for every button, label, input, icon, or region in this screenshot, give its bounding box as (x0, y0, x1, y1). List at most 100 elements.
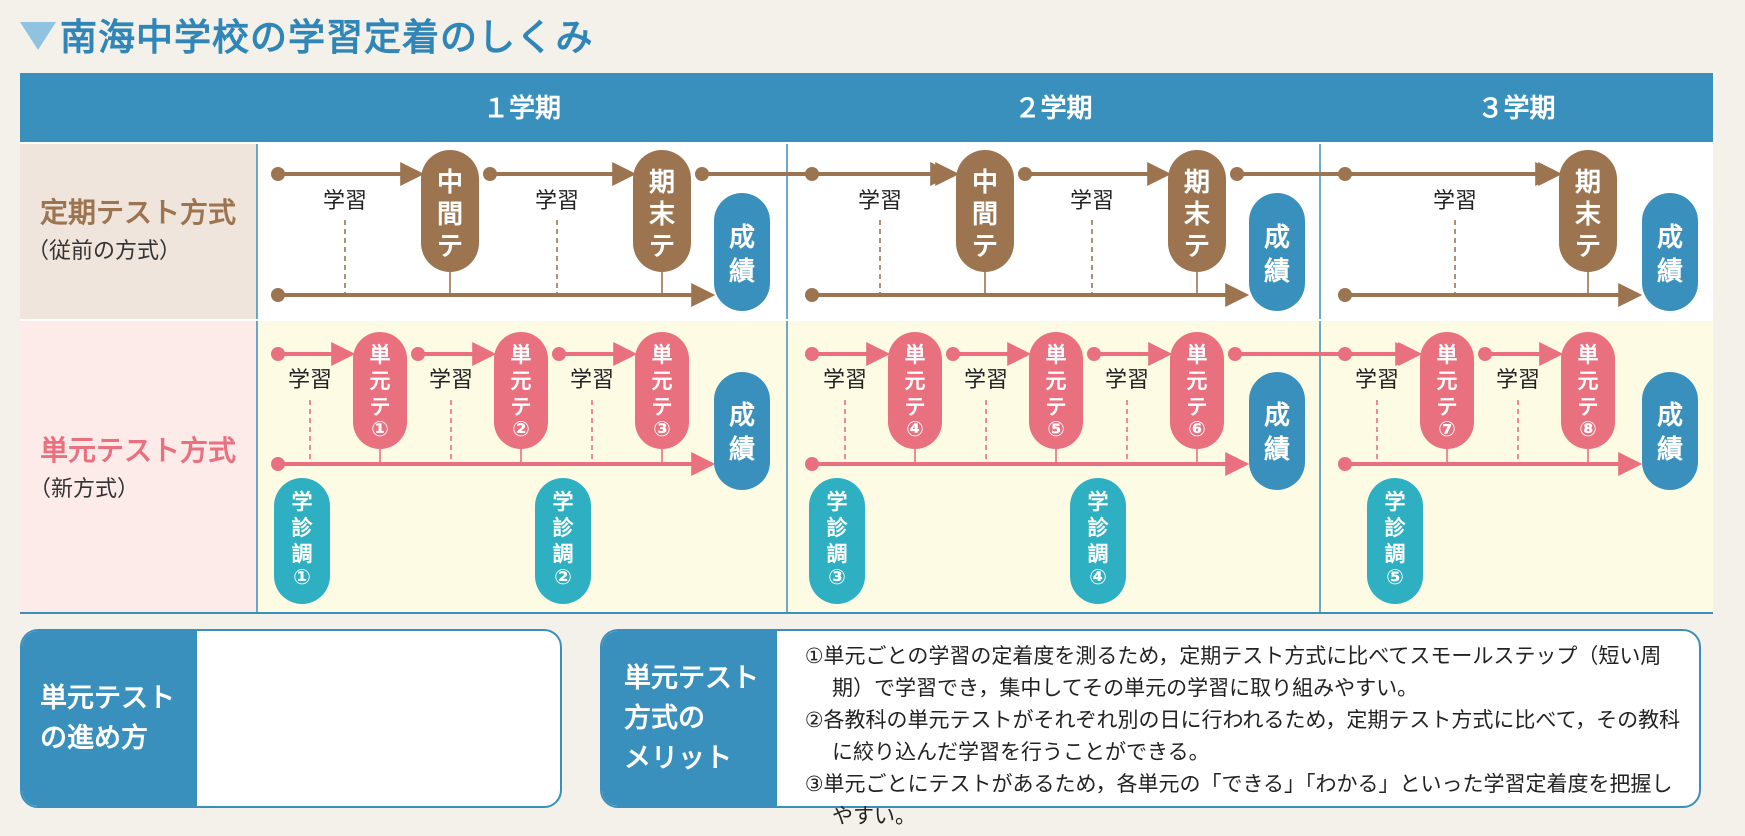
unit-test-number: ① (371, 417, 389, 441)
unit-study-label: 学習 (964, 368, 1008, 393)
unit-test-number: ⑤ (1047, 417, 1065, 441)
start-dot (271, 167, 285, 181)
merit-box: 単元テスト 方式の メリット (600, 629, 1701, 808)
periodic-final-test-char: 末 (649, 200, 676, 230)
unit-test-7-char: 単 (1437, 343, 1458, 367)
page-title: 南海中学校の学習定着のしくみ (20, 8, 593, 60)
periodic-mid-test-pill (956, 150, 1014, 272)
periodic-study-label: 学習 (858, 189, 902, 214)
unit-test-1-char: 元 (370, 369, 391, 393)
unit-row-title: 単元テスト方式 (40, 434, 236, 467)
howto-head: 単元テスト の進め方 (22, 631, 197, 806)
periodic-grade-char: 成 (729, 223, 755, 253)
diagnostic-2-pill (535, 478, 591, 604)
diagnostic-number: ② (554, 565, 572, 589)
periodic-grade-char: 績 (729, 257, 755, 287)
unit-study-label: 学習 (823, 368, 867, 393)
periodic-final-test-char: テ (1184, 232, 1210, 262)
unit-grade-char: 成 (1657, 401, 1683, 431)
unit-test-3-char: 元 (652, 369, 673, 393)
unit-grade-char: 績 (729, 435, 755, 465)
periodic-mid-test-char: 中 (437, 168, 463, 198)
diagnostic-1-char: 調 (292, 542, 313, 566)
unit-test-3-char: 単 (652, 343, 673, 367)
diagnostic-3-pill (809, 478, 865, 604)
diagnostic-2-char: 学 (553, 490, 574, 514)
term-header-3: ３学期 (1477, 93, 1555, 124)
unit-test-4-pill (888, 332, 942, 449)
diagnostic-number: ④ (1089, 565, 1107, 589)
unit-row-label-cell (20, 320, 257, 613)
diagnostic-number: ⑤ (1386, 565, 1404, 589)
unit-test-5-char: 元 (1046, 369, 1067, 393)
unit-row-subtitle: （新方式） (29, 477, 139, 502)
periodic-final-test-char: 期 (649, 168, 675, 198)
start-dot (271, 457, 285, 471)
start-dot (411, 347, 425, 361)
periodic-mid-test-char: 間 (437, 200, 463, 230)
periodic-mid-test-char: テ (437, 232, 463, 262)
unit-grade-char: 成 (729, 401, 755, 431)
title-text: 南海中学校の学習定着のしくみ (60, 16, 594, 59)
merit-item-2: ②各教科の単元テストがそれぞれ別の日に行われるため，定期テスト方式に比べて，その… (804, 708, 1681, 764)
periodic-study-label: 学習 (1433, 189, 1477, 214)
diagnostic-1-pill (274, 478, 330, 604)
periodic-final-test-char: 末 (1184, 200, 1211, 230)
unit-test-3-char: テ (652, 395, 673, 419)
periodic-final-test-pill (633, 150, 691, 272)
howto-head-line2: の進め方 (40, 722, 148, 754)
term-header-2: ２学期 (1014, 93, 1092, 124)
periodic-mid-test-pill (421, 150, 479, 272)
unit-test-8-char: 単 (1578, 343, 1599, 367)
periodic-grade-char: 績 (1264, 257, 1290, 287)
periodic-study-label: 学習 (535, 189, 579, 214)
start-dot (805, 457, 819, 471)
periodic-row-subtitle: （従前の方式） (27, 239, 181, 264)
periodic-final-test-char: 末 (1575, 200, 1602, 230)
unit-grade-char: 績 (1657, 435, 1683, 465)
periodic-final-test-char: 期 (1184, 168, 1210, 198)
unit-grade-char: 績 (1264, 435, 1290, 465)
diagnostic-3-char: 診 (827, 516, 849, 540)
periodic-grade-char: 績 (1657, 257, 1683, 287)
diagnostic-5-char: 調 (1385, 542, 1406, 566)
unit-study-label: 学習 (1105, 368, 1149, 393)
start-dot (271, 288, 285, 302)
start-dot (1230, 167, 1244, 181)
diagnostic-2-char: 調 (553, 542, 574, 566)
unit-test-number: ④ (906, 417, 924, 441)
howto-head-line1: 単元テスト (40, 682, 175, 714)
diagnostic-3-char: 調 (827, 542, 848, 566)
periodic-grade-char: 成 (1657, 223, 1683, 253)
periodic-mid-test-char: テ (972, 232, 998, 262)
unit-test-8-char: テ (1578, 395, 1599, 419)
periodic-final-test-pill (1559, 150, 1617, 272)
unit-test-number: ⑦ (1438, 417, 1456, 441)
unit-study-label: 学習 (1355, 368, 1399, 393)
merit-head-line2: 方式の (624, 702, 705, 734)
unit-test-8-pill (1561, 332, 1615, 449)
periodic-grade-char: 成 (1264, 223, 1290, 253)
diagnostic-1-char: 診 (292, 516, 314, 540)
periodic-final-test-char: テ (1575, 232, 1601, 262)
start-dot (271, 347, 285, 361)
start-dot (1478, 347, 1492, 361)
unit-test-8-char: 元 (1578, 369, 1599, 393)
start-dot (1338, 288, 1352, 302)
merit-item-3: ③単元ごとにテストがあるため，各単元の「できる」「わかる」といった学習定着度を把… (804, 772, 1673, 828)
start-dot (805, 347, 819, 361)
periodic-study-label: 学習 (1070, 189, 1114, 214)
start-dot (805, 288, 819, 302)
merit-item-1: ①単元ごとの学習の定着度を測るため，定期テスト方式に比べてスモールステップ（短い… (804, 644, 1662, 700)
unit-test-5-pill (1029, 332, 1083, 449)
periodic-grade-pill (1642, 193, 1698, 311)
unit-test-number: ③ (653, 417, 671, 441)
unit-test-2-char: 元 (511, 369, 532, 393)
diagnostic-4-char: 学 (1088, 490, 1109, 514)
diagnostic-5-char: 学 (1385, 490, 1406, 514)
unit-test-6-char: 単 (1187, 343, 1208, 367)
unit-test-number: ⑧ (1579, 417, 1597, 441)
diagnostic-5-pill (1367, 478, 1423, 604)
start-dot (1228, 347, 1242, 361)
